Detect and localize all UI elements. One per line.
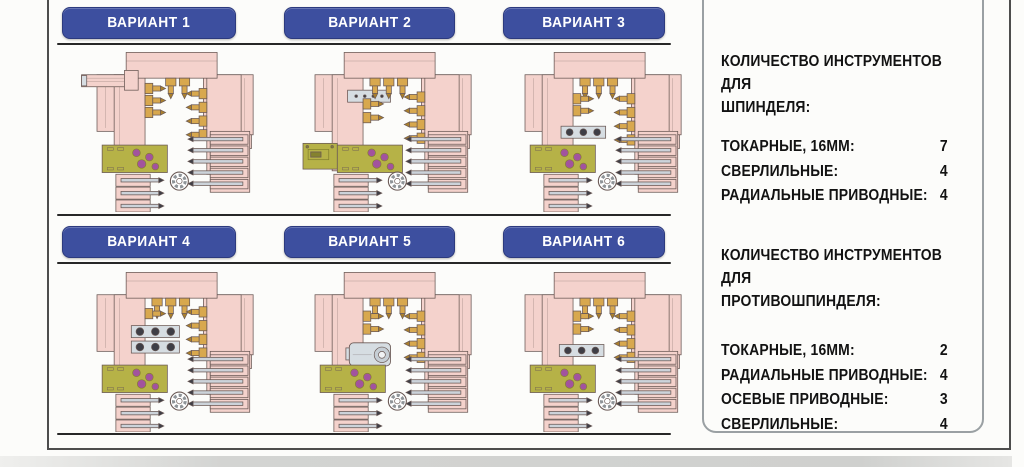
counter-spindle-section: КОЛИЧЕСТВО ИНСТРУМЕНТОВ ДЛЯ ПРОТИВОШПИНД…: [721, 244, 950, 437]
variant-4-label: ВАРИАНТ 4: [107, 234, 191, 250]
counter-spindle-heading-line1: КОЛИЧЕСТВО ИНСТРУМЕНТОВ ДЛЯ: [721, 247, 943, 287]
variant-4-diagram: [80, 269, 270, 435]
tool-row-label: РАДИАЛЬНЫЕ ПРИВОДНЫЕ:: [721, 187, 928, 204]
divider-row1-top: [57, 43, 671, 45]
variant-2-diagram: [298, 49, 488, 215]
tool-row: ТОКАРНЫЕ, 16ММ: 7: [721, 135, 950, 160]
variant-2-button[interactable]: ВАРИАНТ 2: [284, 7, 455, 39]
scan-edge: [0, 456, 1012, 467]
spindle-section: КОЛИЧЕСТВО ИНСТРУМЕНТОВ ДЛЯ ШПИНДЕЛЯ: ТО…: [721, 50, 950, 209]
tool-row-label: РАДИАЛЬНЫЕ ПРИВОДНЫЕ:: [721, 366, 928, 384]
tool-row-label: ТОКАРНЫЕ, 16ММ:: [721, 342, 855, 359]
divider-row2-bottom: [57, 433, 671, 435]
spindle-rows: ТОКАРНЫЕ, 16ММ: 7 СВЕРЛИЛЬНЫЕ: 4 РАДИАЛЬНЫ…: [721, 135, 950, 209]
machine-tooling-diagram: [81, 52, 254, 212]
tool-row-value: 4: [939, 187, 948, 204]
variant-3-diagram: [508, 49, 698, 215]
variant-1-label: ВАРИАНТ 1: [107, 15, 191, 31]
variant-5-label: ВАРИАНТ 5: [327, 234, 412, 250]
spindle-heading: КОЛИЧЕСТВО ИНСТРУМЕНТОВ ДЛЯ ШПИНДЕЛЯ:: [721, 50, 950, 119]
tool-row-label: ТОКАРНЫЕ, 16ММ:: [721, 138, 855, 155]
tool-row: РАДИАЛЬНЫЕ ПРИВОДНЫЕ: 4: [721, 364, 950, 389]
tool-row-value: 2: [939, 342, 948, 359]
sheet-border: [47, 0, 1011, 450]
machine-tooling-diagram: [96, 272, 254, 432]
counter-spindle-heading: КОЛИЧЕСТВО ИНСТРУМЕНТОВ ДЛЯ ПРОТИВОШПИНД…: [721, 244, 950, 313]
tool-row: СВЕРЛИЛЬНЫЕ: 4: [721, 160, 950, 185]
tool-row-label: ОСЕВЫЕ ПРИВОДНЫЕ:: [721, 391, 889, 408]
tool-row: СВЕРЛИЛЬНЫЕ: 4: [721, 413, 950, 438]
variant-3-label: ВАРИАНТ 3: [542, 15, 626, 31]
spindle-heading-line2: ШПИНДЕЛЯ:: [721, 99, 811, 116]
variant-6-button[interactable]: ВАРИАНТ 6: [503, 226, 665, 258]
tool-row: ТОКАРНЫЕ, 16ММ: 2: [721, 339, 950, 364]
variant-5-diagram: [298, 269, 488, 435]
variant-6-label: ВАРИАНТ 6: [542, 234, 626, 250]
tool-row: РАДИАЛЬНЫЕ ПРИВОДНЫЕ: 4: [721, 184, 950, 209]
variant-5-button[interactable]: ВАРИАНТ 5: [284, 226, 455, 258]
variant-4-button[interactable]: ВАРИАНТ 4: [62, 226, 236, 258]
machine-tooling-diagram: [524, 272, 682, 432]
tool-row-value: 4: [939, 366, 948, 384]
spindle-heading-line1: КОЛИЧЕСТВО ИНСТРУМЕНТОВ ДЛЯ: [721, 53, 943, 93]
divider-row2-top: [57, 262, 671, 264]
machine-tooling-diagram: [302, 52, 472, 212]
tool-count-panel: КОЛИЧЕСТВО ИНСТРУМЕНТОВ ДЛЯ ШПИНДЕЛЯ: ТО…: [702, 0, 984, 433]
counter-spindle-heading-line2: ПРОТИВОШПИНДЕЛЯ:: [721, 293, 881, 310]
variant-1-diagram: [80, 49, 270, 215]
variant-6-diagram: [508, 269, 698, 435]
tool-row-label: СВЕРЛИЛЬНЫЕ:: [721, 162, 839, 180]
variant-2-label: ВАРИАНТ 2: [327, 15, 412, 31]
counter-spindle-rows: ТОКАРНЫЕ, 16ММ:2 РАДИАЛЬНЫЕ ПРИВОДНЫЕ:4 …: [721, 339, 950, 437]
tool-row: ОСЕВЫЕ ПРИВОДНЫЕ: 3: [721, 388, 950, 413]
machine-tooling-diagram: [314, 272, 472, 432]
tool-row-label: СВЕРЛИЛЬНЫЕ:: [721, 415, 839, 433]
variant-1-button[interactable]: ВАРИАНТ 1: [62, 7, 236, 39]
tool-row-value: 7: [939, 138, 948, 155]
variant-3-button[interactable]: ВАРИАНТ 3: [503, 7, 665, 39]
tool-row-value: 3: [939, 391, 948, 408]
tool-row-value: 4: [939, 415, 948, 433]
machine-tooling-diagram: [524, 52, 682, 212]
tool-row-value: 4: [939, 162, 948, 180]
divider-row1-bottom: [57, 214, 671, 216]
